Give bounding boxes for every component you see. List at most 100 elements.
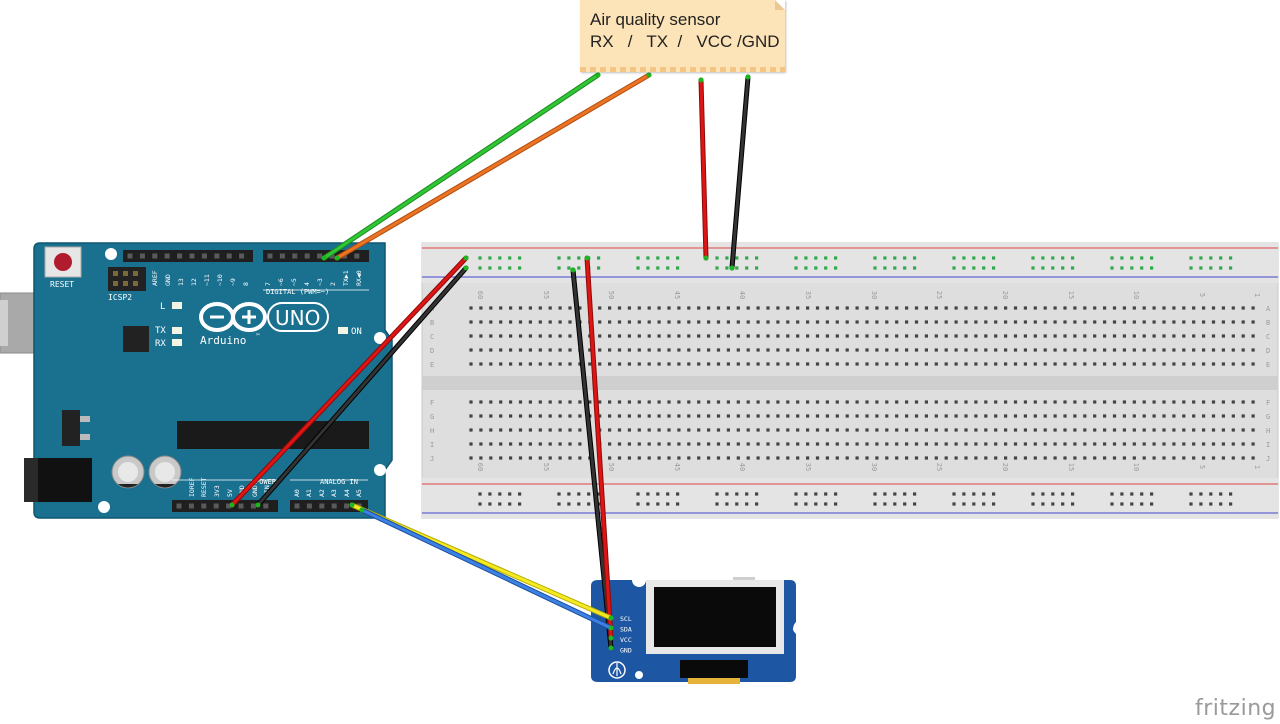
breadboard-column-number: 50 [607,291,615,299]
atmega-chip [177,421,369,449]
digital-pin-label: 12 [190,278,198,286]
digital-pin-label: 7 [264,282,272,286]
breadboard-column-number: 15 [1067,291,1075,299]
breadboard-column-number: 20 [1001,463,1009,471]
breadboard-row-letter: J [430,455,434,463]
digital-pin-label: 2 [329,282,337,286]
breadboard-row-letter: B [430,319,434,327]
analog-header-label: ANALOG IN [320,478,358,486]
power-pin-label: 5V [226,489,234,497]
breadboard-row-letter: E [430,361,434,369]
power-pin-label: IOREF [188,477,196,497]
note-fold-icon [775,0,785,10]
note-title: Air quality sensor [590,10,721,29]
breadboard-row-letter: I [430,441,434,449]
breadboard-column-number: 60 [476,463,484,471]
breadboard-row-letter: H [430,427,434,435]
digital-pin-label: ~6 [277,278,285,286]
digital-pin-label: 13 [177,278,185,286]
breadboard-row-letter: G [1266,413,1270,421]
breadboard-column-number: 30 [870,463,878,471]
digital-pin-label: TX▶1 [342,270,350,286]
digital-pin-label: RX◀0 [355,270,363,286]
led-rx [172,339,182,346]
led-on [338,327,348,334]
breadboard-column-number: 55 [542,463,550,471]
power-pin-label: GND [251,485,259,497]
breadboard-column-number: 35 [804,463,812,471]
breadboard-row-letter: D [430,347,434,355]
digital-pin-label: 8 [242,282,250,286]
breadboard-column-number: 25 [935,291,943,299]
breadboard-column-number: 30 [870,291,878,299]
breadboard-row-letter: D [1266,347,1270,355]
digital-pin-label: ~10 [216,274,224,286]
analog-pin-label: A5 [355,489,363,497]
oled-pin-label: GND [620,647,632,655]
breadboard-column-number: 60 [476,291,484,299]
breadboard-row-letter: G [430,413,434,421]
breadboard-row-letter: B [1266,319,1270,327]
analog-header [290,500,368,512]
breadboard-column-number: 1 [1253,293,1261,297]
breadboard-row-letter: E [1266,361,1270,369]
digital-pin-label: ~5 [290,278,298,286]
breadboard-row-letter: H [1266,427,1270,435]
analog-pin-label: A0 [293,489,301,497]
breadboard-column-number: 5 [1198,293,1206,297]
digital-pin-label: ~9 [229,278,237,286]
fritzing-watermark: fritzing [1195,696,1277,721]
led-tx [172,327,182,334]
oled-pin-label: SDA [620,626,632,634]
uno-label: UNO [275,306,320,330]
breadboard-row-letter: J [1266,455,1270,463]
led-tx-label: TX [155,326,166,336]
note-pins: RX / TX / VCC /GND [590,32,780,51]
analog-pin-label: A2 [318,489,326,497]
power-pin-label: RESET [200,477,208,497]
oled-module: SCL SDA VCC GND [591,577,801,684]
breadboard-column-number: 45 [673,291,681,299]
oled-pin-label: SCL [620,615,632,623]
breadboard-column-number: 40 [738,291,746,299]
power-pin-label: 3V3 [213,485,221,497]
breadboard-row-letter: C [430,333,434,341]
breadboard-column-number: 10 [1132,463,1140,471]
digital-pin-label: GND [164,274,172,286]
led-l [172,302,182,309]
breadboard-column-number: 20 [1001,291,1009,299]
breadboard-column-number: 15 [1067,463,1075,471]
air-quality-sensor-note[interactable]: Air quality sensor RX / TX / VCC /GND [580,0,785,72]
note-connector-strip [580,67,785,72]
power-header [172,500,278,512]
grove-logo-icon [608,661,626,679]
led-on-label: ON [351,327,362,337]
digital-header [123,250,253,262]
breadboard-column-number: 1 [1253,465,1261,469]
oled-pin-label: VCC [620,636,632,644]
breadboard-row-letter: F [430,399,434,407]
breadboard-row-letter: C [1266,333,1270,341]
breadboard-row-letter: A [1266,305,1271,313]
digital-pin-label: ~11 [203,274,211,286]
digital-header [263,250,369,262]
analog-pin-label: A1 [305,489,313,497]
led-l-label: L [160,302,165,312]
breadboard-column-number: 45 [673,463,681,471]
icsp2-label: ICSP2 [108,293,132,302]
breadboard-column-number: 10 [1132,291,1140,299]
breadboard-column-number: 55 [542,291,550,299]
trademark-mark: ™ [256,333,260,340]
arduino-wordmark: Arduino [200,334,246,347]
digital-pin-label: AREF [151,270,159,286]
breadboard-column-number: 5 [1198,465,1206,469]
reset-label: RESET [50,280,74,289]
led-rx-label: RX [155,339,166,349]
breadboard-column-number: 50 [607,463,615,471]
arduino-board: RESET ICSP2 UNO Arduino [0,242,393,519]
analog-pin-label: A3 [330,489,338,497]
